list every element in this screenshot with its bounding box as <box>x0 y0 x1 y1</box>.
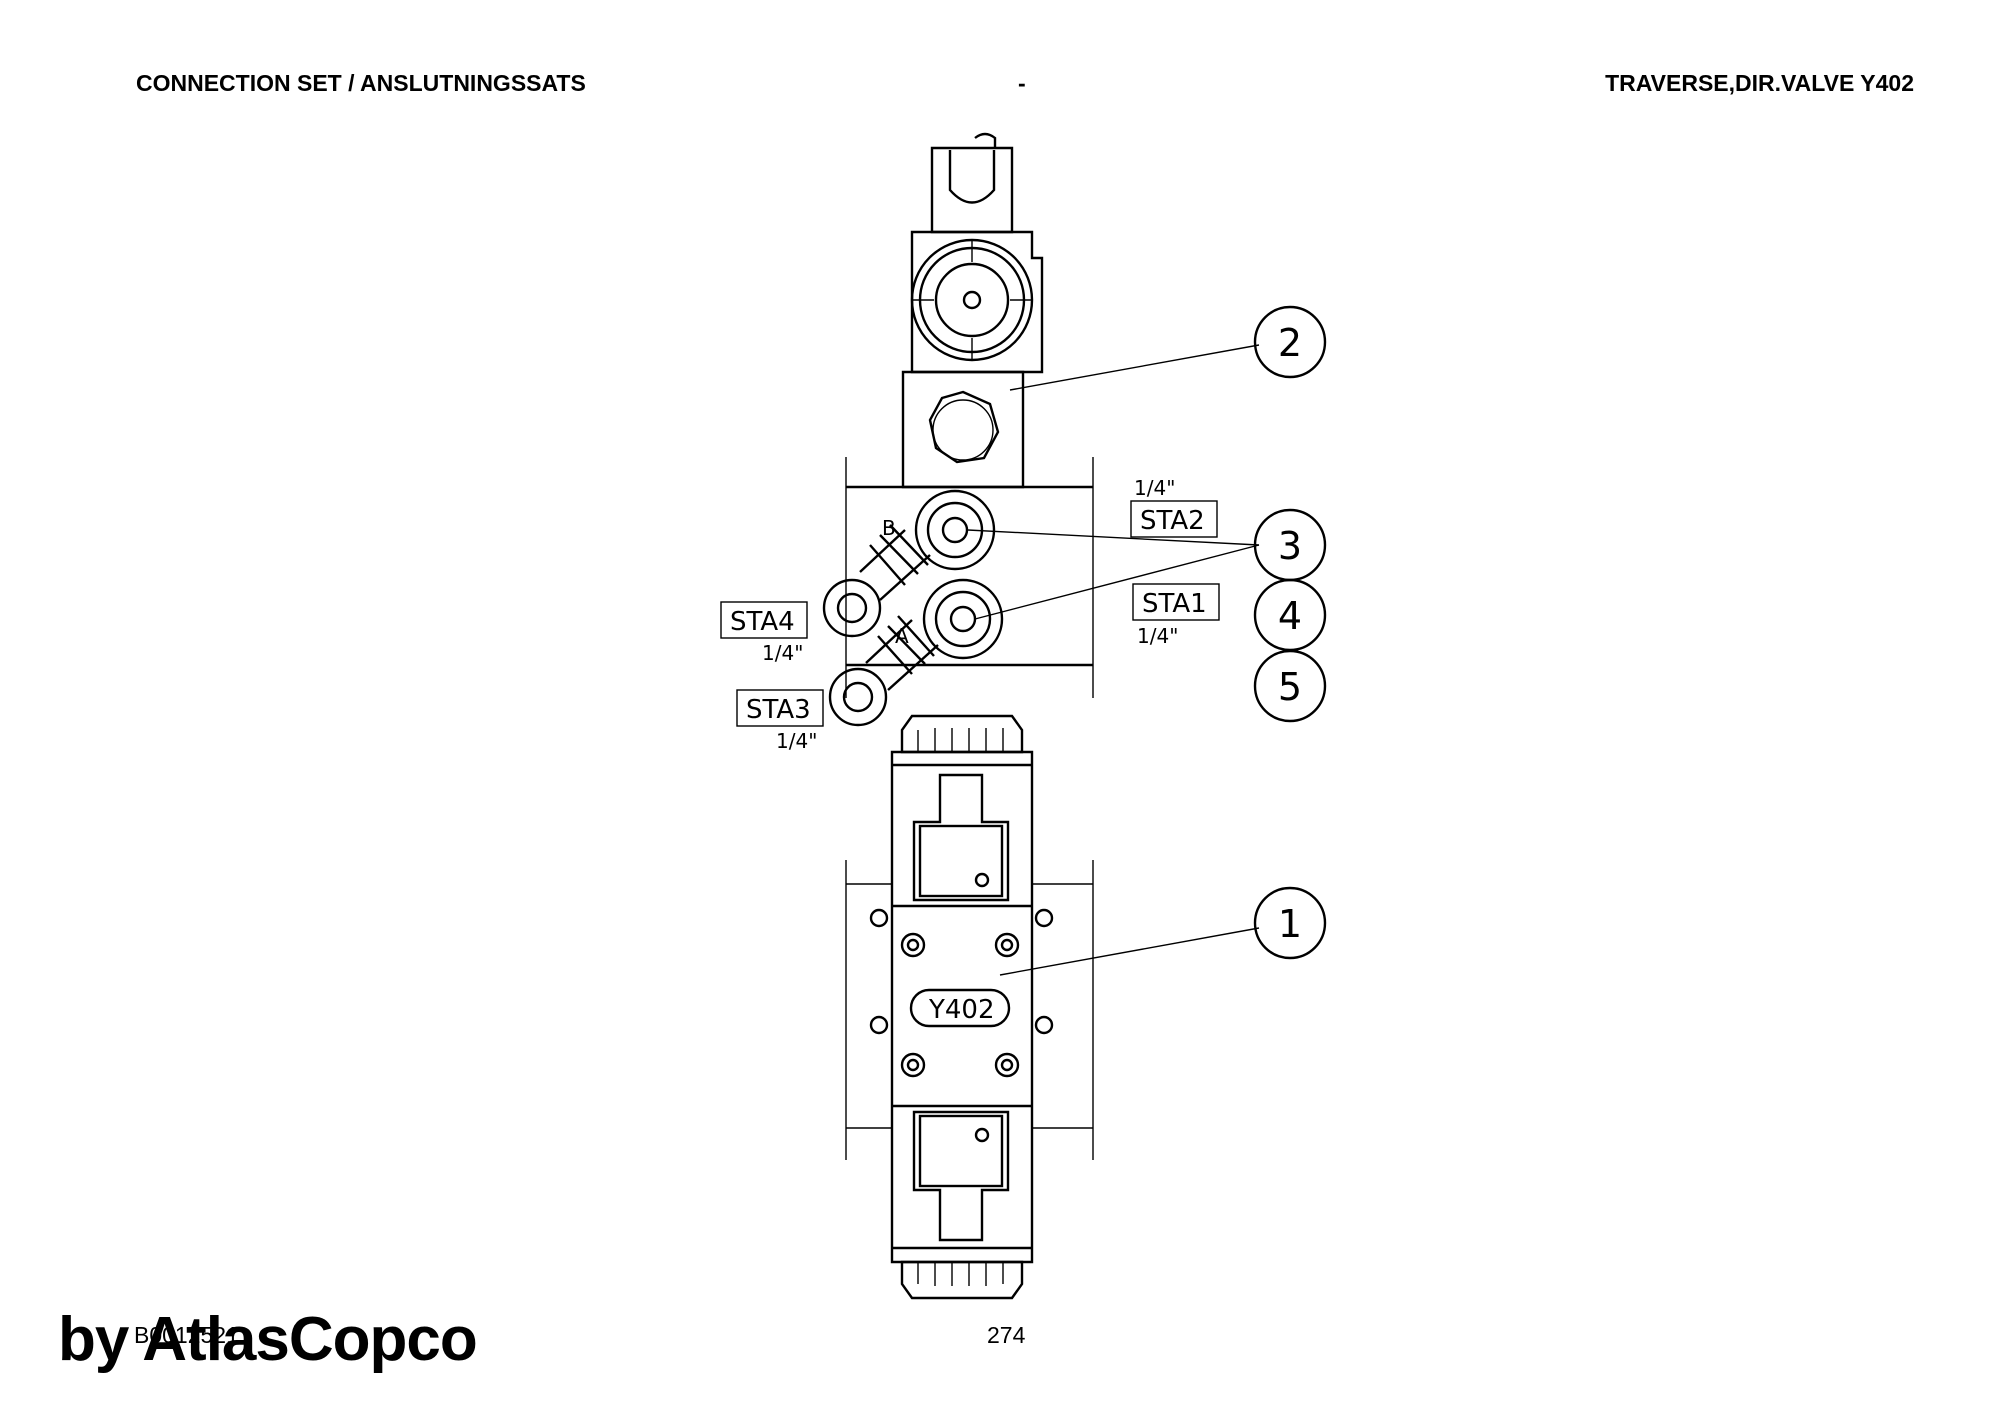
callout-4: 4 <box>1253 578 1327 652</box>
drawing-code: B0012521 <box>134 1322 239 1348</box>
callout-label-5: 5 <box>1278 665 1302 709</box>
port-label-sta3: STA3 <box>746 695 811 725</box>
port-letter-b: B <box>882 516 896 540</box>
solenoid-connector-top <box>901 132 1044 489</box>
header-title-right: TRAVERSE,DIR.VALVE Y402 <box>1605 70 1914 96</box>
callout-2: 2 <box>1253 305 1327 379</box>
directional-valve-y402: Y402 <box>845 714 1094 1300</box>
subplate <box>845 457 1094 698</box>
callout-label-4: 4 <box>1278 594 1302 638</box>
callout-1: 1 <box>1253 886 1327 960</box>
callout-3: 3 <box>1253 508 1327 582</box>
port-label-sta2: STA2 <box>1140 506 1205 536</box>
callout-label-1: 1 <box>1278 902 1302 946</box>
fitting-b: B <box>822 489 996 638</box>
port-labels: 1/4" STA2 STA1 1/4" STA4 1/4" STA3 1/4" <box>720 476 1220 753</box>
callout-label-3: 3 <box>1278 524 1302 568</box>
valve-label: Y402 <box>928 995 995 1025</box>
page-number: 274 <box>987 1322 1026 1348</box>
thread-size-sta1: 1/4" <box>1137 624 1178 648</box>
header-title-left: CONNECTION SET / ANSLUTNINGSSATS <box>136 70 586 96</box>
port-label-sta1: STA1 <box>1142 589 1207 619</box>
thread-size-sta3: 1/4" <box>776 729 817 753</box>
thread-size-sta4: 1/4" <box>762 641 803 665</box>
callout-label-2: 2 <box>1278 321 1302 365</box>
port-letter-a: A <box>895 624 909 648</box>
thread-size-sta2: 1/4" <box>1134 476 1175 500</box>
callout-5: 5 <box>1253 649 1327 723</box>
leader-lines <box>967 344 1260 976</box>
fitting-a: A <box>828 578 1004 727</box>
brand-watermark: by AtlasCopco <box>58 1305 478 1374</box>
header-separator: - <box>1018 70 1026 96</box>
port-label-sta4: STA4 <box>730 607 795 637</box>
